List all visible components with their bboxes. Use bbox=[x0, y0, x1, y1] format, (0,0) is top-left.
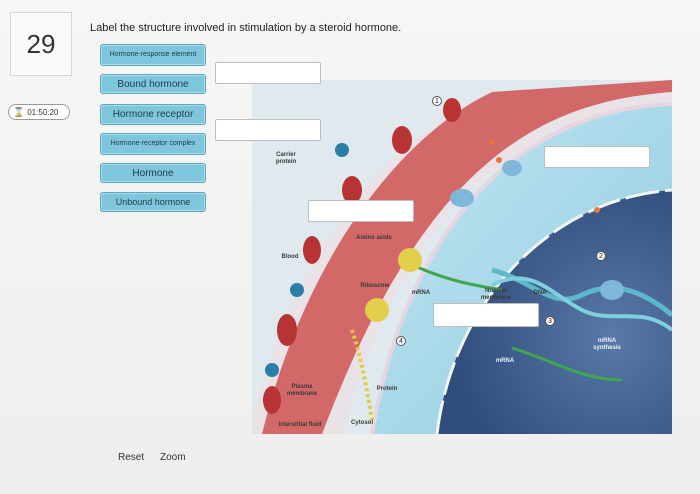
step-marker-2: 2 bbox=[596, 251, 606, 261]
label-mrna-cytosol: mRNA bbox=[411, 290, 431, 296]
label-carrier-protein: Carrier protein bbox=[275, 152, 297, 165]
step-marker-3: 3 bbox=[545, 316, 555, 326]
drop-target-4[interactable] bbox=[308, 200, 414, 222]
label-protein: Protein bbox=[376, 386, 398, 392]
label-amino-acids: Amino acids bbox=[356, 235, 392, 241]
label-mrna-nucleus: mRNA bbox=[495, 358, 515, 364]
label-dna: DNA bbox=[533, 290, 547, 296]
label-hormone-response-element[interactable]: Hormone-response element bbox=[100, 44, 206, 66]
step-marker-4: 4 bbox=[396, 336, 406, 346]
label-hormone-receptor[interactable]: Hormone receptor bbox=[100, 104, 206, 125]
drop-target-2[interactable] bbox=[215, 119, 321, 141]
label-hormone-receptor-complex[interactable]: Hormone-receptor complex bbox=[100, 133, 206, 155]
question-prompt: Label the structure involved in stimulat… bbox=[90, 22, 402, 34]
drop-target-3[interactable] bbox=[544, 146, 650, 168]
timer: ⌛ 01:50:20 bbox=[8, 104, 70, 120]
label-hormone[interactable]: Hormone bbox=[100, 163, 206, 183]
label-cytosol: Cytosol bbox=[350, 420, 373, 426]
zoom-button[interactable]: Zoom bbox=[160, 452, 186, 463]
hourglass-icon: ⌛ bbox=[13, 106, 25, 117]
reset-button[interactable]: Reset bbox=[118, 452, 145, 463]
label-ribosome: Ribosome bbox=[360, 283, 390, 289]
label-mrna-synthesis: mRNA synthesis bbox=[593, 338, 621, 351]
label-unbound-hormone[interactable]: Unbound hormone bbox=[100, 192, 206, 212]
question-number: 29 bbox=[10, 12, 72, 76]
label-nuclear-membrane: Nuclear membrane bbox=[480, 288, 512, 301]
step-marker-1: 1 bbox=[432, 96, 442, 106]
drop-target-1[interactable] bbox=[215, 62, 321, 84]
label-bound-hormone[interactable]: Bound hormone bbox=[100, 74, 206, 94]
label-plasma-membrane: Plasma membrane bbox=[286, 384, 318, 397]
drop-target-5[interactable] bbox=[433, 303, 539, 327]
label-blood: Blood bbox=[281, 254, 299, 260]
timer-text: 01:50:20 bbox=[27, 107, 59, 117]
label-interstitial-fluid: Interstitial fluid bbox=[278, 422, 322, 428]
